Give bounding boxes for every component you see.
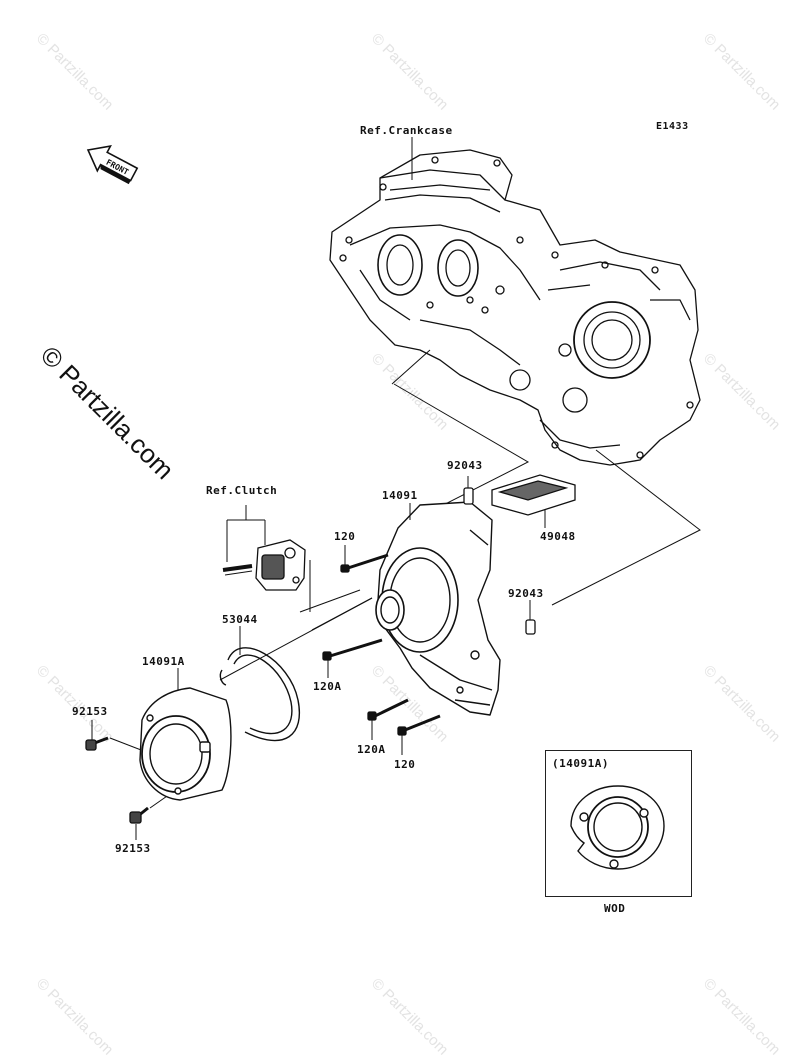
front-arrow-icon: FRONT [86, 145, 139, 185]
cover-14091 [375, 501, 501, 716]
screw-92153-top [85, 736, 109, 751]
bolt-120-bottom [397, 714, 441, 736]
label-14091A[interactable]: 14091A [142, 655, 185, 668]
inset-title: (14091A) [552, 757, 609, 770]
bolt-120-top [340, 553, 389, 573]
label-120-top[interactable]: 120 [334, 530, 356, 543]
clutch-assembly [222, 539, 306, 591]
label-53044[interactable]: 53044 [222, 613, 258, 626]
dowel-pin-top [463, 487, 474, 505]
label-14091[interactable]: 14091 [382, 489, 418, 502]
label-49048[interactable]: 49048 [540, 530, 576, 543]
label-92043-top[interactable]: 92043 [447, 459, 483, 472]
inset-caption: WOD [604, 902, 626, 915]
label-92153-bottom[interactable]: 92153 [115, 842, 151, 855]
bolt-120A-bottom [367, 698, 409, 721]
label-120A-bottom[interactable]: 120A [357, 743, 386, 756]
label-92043-mid[interactable]: 92043 [508, 587, 544, 600]
label-ref-clutch[interactable]: Ref.Clutch [206, 484, 278, 497]
crankcase-drawing [329, 149, 701, 466]
inset-cover-drawing [570, 785, 665, 870]
dowel-pin-mid [525, 619, 536, 635]
label-120A-left[interactable]: 120A [313, 680, 342, 693]
gasket-49048 [491, 474, 576, 516]
label-92153-top[interactable]: 92153 [72, 705, 108, 718]
label-120-bottom[interactable]: 120 [394, 758, 416, 771]
clutch-leader [226, 505, 266, 562]
diagram-code: E1433 [656, 121, 689, 132]
label-ref-crankcase[interactable]: Ref.Crankcase [360, 124, 453, 137]
label-leaders [91, 476, 546, 840]
gasket-ring-53044 [219, 647, 300, 742]
inset-detail-box: (14091A) [545, 750, 692, 897]
outer-cover-14091A [139, 687, 232, 801]
bolt-120A-left [322, 638, 383, 661]
screw-92153-bottom [129, 806, 149, 824]
